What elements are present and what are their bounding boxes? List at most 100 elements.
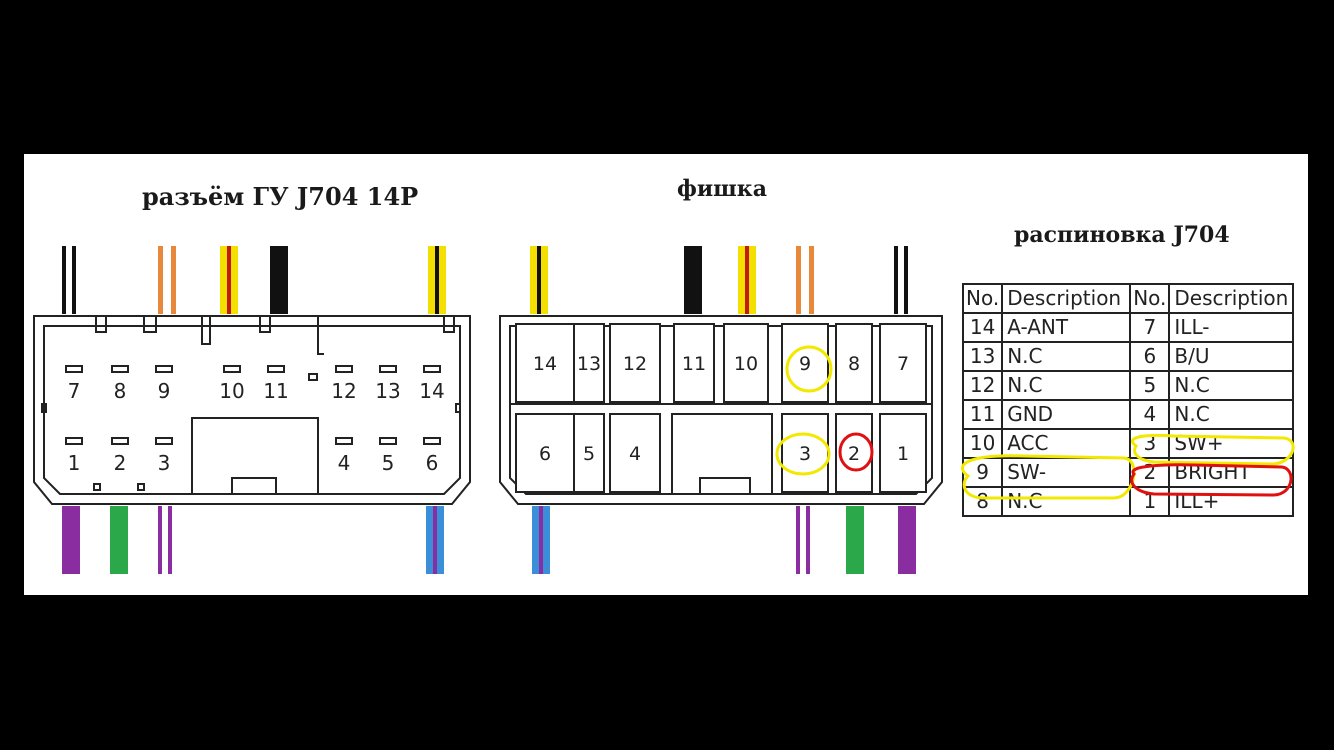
head-unit-pin: 4 (335, 437, 353, 475)
pin-description-cell: N.C (1001, 341, 1132, 372)
pin-number-cell: 5 (1129, 370, 1171, 401)
pin-label: 9 (799, 353, 811, 375)
wire (898, 506, 916, 574)
pin-description-cell: ILL+ (1168, 486, 1295, 517)
wire (158, 506, 172, 574)
pin-description-cell: N.C (1168, 370, 1295, 401)
plug-connector-title: фишка (677, 176, 767, 202)
wire (684, 246, 702, 314)
pin-description-cell: N.C (1168, 399, 1295, 430)
pin-description-cell: ILL- (1168, 312, 1295, 343)
head-unit-pin: 5 (379, 437, 397, 475)
head-unit-pin: 8 (111, 365, 129, 403)
head-unit-pin: 9 (155, 365, 173, 403)
head-unit-pin: 10 (219, 365, 245, 403)
pin-label: 11 (682, 353, 706, 375)
wire (428, 246, 446, 314)
pin-description-cell: BRIGHT (1168, 457, 1295, 488)
highlight-plug-pin-9 (785, 345, 833, 393)
pin-label: 2 (114, 451, 127, 475)
pin-description-cell: N.C (1001, 486, 1132, 517)
pin-number-cell: 8 (961, 486, 1004, 517)
wires-group (62, 246, 916, 574)
plug-pin: 7 (879, 323, 927, 403)
pin-description-cell: SW+ (1168, 428, 1295, 459)
pin-label: 12 (623, 353, 647, 375)
pin-number-cell: 1 (1129, 486, 1171, 517)
pin-label: 3 (799, 443, 811, 465)
wire (220, 246, 238, 314)
plug-pin: 4 (609, 413, 661, 493)
column-header-description: Description (1001, 283, 1132, 314)
plug-pin: 12 (609, 323, 661, 403)
pin-description-cell: B/U (1168, 341, 1295, 372)
pin-number-cell: 7 (1129, 312, 1171, 343)
highlight-plug-pin-3 (775, 432, 831, 476)
head-unit-pin: 6 (423, 437, 441, 475)
head-unit-pin: 14 (419, 365, 445, 403)
pin-number-cell: 6 (1129, 341, 1171, 372)
pin-number-cell: 4 (1129, 399, 1171, 430)
column-header-description-2: Description (1168, 283, 1295, 314)
highlight-plug-pin-2 (838, 432, 874, 472)
pin-number-cell: 12 (961, 370, 1004, 401)
pin-label: 6 (426, 451, 439, 475)
plug-pin: 1 (879, 413, 927, 493)
wire (110, 506, 128, 574)
pin-label: 5 (583, 443, 595, 465)
wire (530, 246, 548, 314)
wire (158, 246, 176, 314)
pin-label: 10 (219, 379, 244, 403)
wire (270, 246, 288, 314)
plug-pin: 6 (515, 413, 575, 493)
pin-number-cell: 9 (961, 457, 1004, 488)
pinout-table-title: распиновка J704 (1014, 222, 1230, 248)
plug-pin: 14 (515, 323, 575, 403)
highlight-marks (775, 345, 874, 476)
head-unit-connector (33, 315, 471, 505)
head-unit-pin: 11 (263, 365, 289, 403)
pin-label: 2 (848, 443, 860, 465)
head-unit-connector-title: разъём ГУ J704 14P (142, 182, 419, 211)
plug-pin: 8 (835, 323, 873, 403)
head-unit-pin: 7 (65, 365, 83, 403)
pin-number-cell: 14 (961, 312, 1004, 343)
head-unit-pin: 12 (331, 365, 357, 403)
wire (62, 246, 76, 314)
wire (796, 506, 810, 574)
pin-description-cell: SW- (1001, 457, 1132, 488)
pin-number-cell: 2 (1129, 457, 1171, 488)
pin-label: 12 (331, 379, 356, 403)
pin-label: 3 (158, 451, 171, 475)
pin-description-cell: ACC (1001, 428, 1132, 459)
pin-label: 9 (158, 379, 171, 403)
pin-label: 4 (629, 443, 641, 465)
diagram-panel: разъём ГУ J704 14P фишка распиновка J704… (24, 154, 1308, 595)
head-unit-pin: 13 (375, 365, 401, 403)
pin-label: 13 (375, 379, 400, 403)
pin-label: 8 (848, 353, 860, 375)
pin-description-cell: A-ANT (1001, 312, 1132, 343)
plug-pin: 13 (573, 323, 605, 403)
wire (846, 506, 864, 574)
pin-number-cell: 3 (1129, 428, 1171, 459)
wire (532, 506, 550, 574)
plug-pin: 3 (781, 413, 829, 493)
pin-label: 13 (577, 353, 601, 375)
plug-pin: 5 (573, 413, 605, 493)
pin-label: 5 (382, 451, 395, 475)
pin-label: 1 (897, 443, 909, 465)
wire (426, 506, 444, 574)
pin-label: 10 (734, 353, 758, 375)
wire (738, 246, 756, 314)
pin-label: 6 (539, 443, 551, 465)
